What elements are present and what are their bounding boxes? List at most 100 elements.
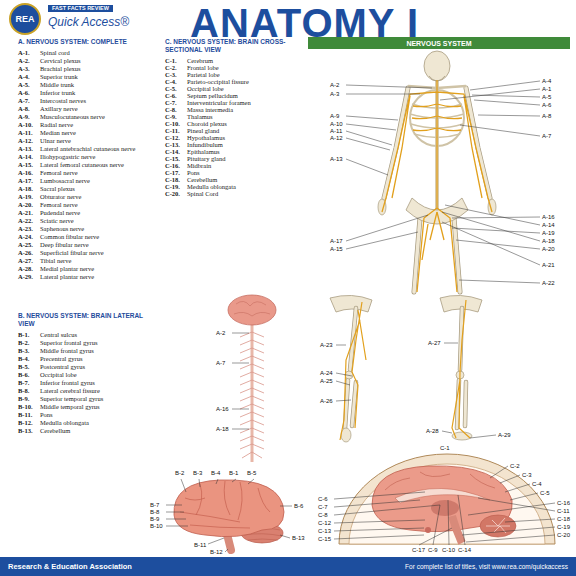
node-text: NERVOUS SYSTEM: [406, 39, 471, 48]
item-name: Occipital lobe: [40, 371, 148, 378]
callout-number: C-13: [318, 528, 331, 535]
item-number: C-15.: [165, 155, 180, 162]
brain-lateral-figure: [166, 479, 292, 552]
skeleton-figure: [346, 51, 540, 292]
item-name: Sacral plexus: [40, 185, 148, 192]
item-number: A-3.: [18, 65, 30, 72]
item-number: A-7.: [18, 97, 30, 104]
brainstem: [452, 516, 462, 543]
callout-number: A-8: [542, 113, 551, 120]
callout-number: A-2: [216, 330, 225, 337]
callout-number: A-19: [542, 230, 555, 237]
item-number: B-10.: [18, 403, 33, 410]
item-number: A-22.: [18, 217, 33, 224]
item-number: A-12.: [18, 137, 33, 144]
section-heading: B. NERVOUS SYSTEM: BRAIN LATERAL VIEW: [18, 312, 148, 328]
item-name: Epithalamus: [187, 148, 299, 155]
item-name: Central sulcus: [40, 331, 148, 338]
sulcus: [180, 481, 270, 528]
brain-section-figure: [334, 454, 555, 545]
node-text: Research & Education Association: [8, 562, 132, 571]
callout-number: C-8: [318, 512, 328, 519]
callout-number: A-14: [542, 222, 555, 229]
item-number: A-13.: [18, 145, 33, 152]
item-name: Hypothalamus: [187, 134, 299, 141]
item-name: Spinal cord: [40, 49, 148, 56]
item-number: B-5.: [18, 363, 29, 370]
callout-number: A-25: [320, 378, 333, 385]
item-number: A-29.: [18, 273, 33, 280]
item-number: C-10.: [165, 120, 180, 127]
spinal-nerve: [240, 332, 264, 458]
item-name: Middle frontal gyrus: [40, 347, 148, 354]
callout-number: B-9: [150, 516, 159, 523]
item-name: Spinal Cord: [187, 190, 299, 197]
item-number: C-17.: [165, 169, 180, 176]
item-number: B-1.: [18, 331, 29, 338]
arbor-vitae: [486, 518, 510, 533]
skull: [424, 51, 450, 81]
callout-number: C-9: [428, 547, 438, 554]
item-number: C-11.: [165, 127, 180, 134]
callout-number: A-23: [320, 342, 333, 349]
section-heading: C. NERVOUS SYSTEM: BRAIN CROSS-SECTIONAL…: [165, 38, 300, 54]
series-tab: FAST FACTS REVIEW: [48, 5, 113, 12]
item-number: B-6.: [18, 371, 29, 378]
item-number: A-10.: [18, 121, 33, 128]
item-name: Inferior frontal gyrus: [40, 379, 148, 386]
callout-number: A-29: [498, 432, 511, 439]
item-name: Common fibular nerve: [40, 233, 148, 240]
callout-number: A-27: [428, 340, 441, 347]
item-number: C-12.: [165, 134, 180, 141]
callout-number: C-12: [318, 520, 331, 527]
callout-number: C-17: [412, 547, 425, 554]
item-number: C-3.: [165, 71, 177, 78]
item-number: C-8.: [165, 106, 177, 113]
item-name: Ulnar nerve: [40, 137, 148, 144]
item-name: Pituitary gland: [187, 155, 299, 162]
callout-number: C-18: [557, 516, 570, 523]
item-name: Sciatic nerve: [40, 217, 148, 224]
item-name: Inferior trunk: [40, 89, 148, 96]
callout-number: A-16: [216, 406, 229, 413]
callout-number: C-10: [442, 547, 455, 554]
callout-number: C-14: [458, 547, 471, 554]
callout-number: B-6: [294, 503, 303, 510]
item-name: Occipital lobe: [187, 85, 299, 92]
item-number: C-7.: [165, 99, 177, 106]
callout-number: A-24: [320, 370, 333, 377]
item-name: Medulla oblongata: [187, 183, 299, 190]
item-number: A-18.: [18, 185, 33, 192]
item-name: Pons: [187, 169, 299, 176]
item-number: C-19.: [165, 183, 180, 190]
callout-number: B-13: [292, 535, 305, 542]
callout-number: B-1: [229, 470, 238, 477]
item-number: A-8.: [18, 105, 30, 112]
item-name: Deep fibular nerve: [40, 241, 148, 248]
item-name: Superficial fibular nerve: [40, 249, 148, 256]
item-number: C-6.: [165, 92, 177, 99]
item-number: A-11.: [18, 129, 33, 136]
callout-number: B-12: [210, 549, 223, 556]
publisher-logo: REA: [8, 14, 42, 24]
item-name: Postcentral gyrus: [40, 363, 148, 370]
item-number: A-4.: [18, 73, 30, 80]
item-name: Cervical plexus: [40, 57, 148, 64]
callout-number: B-8: [150, 509, 159, 516]
item-number: A-16.: [18, 169, 33, 176]
callout-number: A-5: [542, 94, 551, 101]
item-name: Musculocutaneous nerve: [40, 113, 148, 120]
item-name: Midbrain: [187, 162, 299, 169]
item-number: A-15.: [18, 161, 33, 168]
item-name: Iliohypogastric nerve: [40, 153, 148, 160]
item-name: Lateral cerebral fissure: [40, 387, 148, 394]
item-name: Superior temporal gyrus: [40, 395, 148, 402]
callout-number: A-13: [330, 156, 343, 163]
callout-number: A-7: [216, 360, 225, 367]
hip-bone: [330, 295, 482, 312]
item-number: A-2.: [18, 57, 30, 64]
callout-number: A-17: [330, 238, 343, 245]
item-number: A-6.: [18, 89, 30, 96]
callout-number: A-12: [330, 135, 343, 142]
